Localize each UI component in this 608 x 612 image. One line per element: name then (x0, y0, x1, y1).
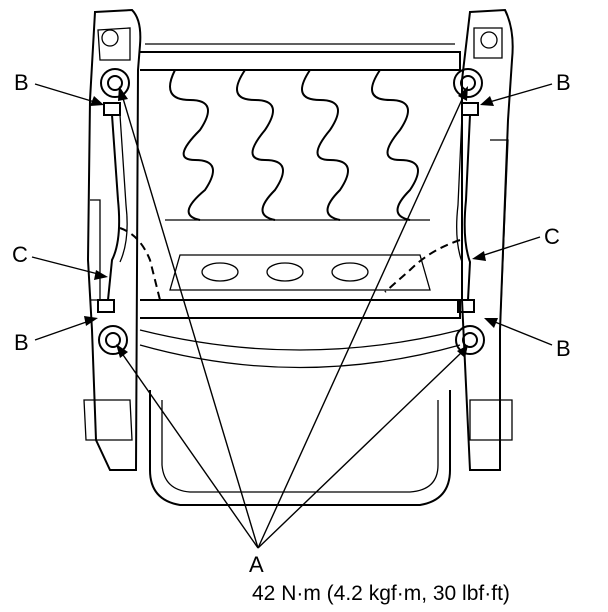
seat-frame (83, 8, 514, 506)
bolt-lower-left (98, 325, 128, 355)
wire-harness-left (107, 114, 161, 301)
torque-spec: 42 N·m (4.2 kgf·m, 30 lbf·ft) (252, 582, 510, 605)
leader-b-lower-left (34, 316, 98, 341)
clip-upper-left (103, 102, 121, 116)
callout-b-upper-right: B (556, 70, 571, 95)
leader-b-lower-right (484, 318, 553, 346)
leader-b-upper-left (34, 83, 104, 106)
clip-lower-left (97, 299, 115, 313)
leader-c-right (472, 236, 541, 261)
callout-b-lower-right: B (556, 336, 571, 361)
callout-b-lower-left: B (14, 330, 29, 355)
clip-upper-right (461, 102, 479, 116)
wire-harness-right (384, 114, 472, 301)
callout-c-right: C (544, 224, 560, 249)
callout-a: A (249, 552, 264, 577)
callout-c-left: C (12, 242, 28, 267)
leader-b-upper-right (480, 83, 553, 106)
bolt-upper-right (453, 68, 483, 98)
clip-lower-right (457, 299, 475, 313)
seat-springs (165, 69, 430, 282)
leader-c-left (31, 256, 108, 280)
leader-a (116, 86, 468, 549)
bolt-upper-left (100, 68, 130, 98)
callout-b-upper-left: B (14, 70, 29, 95)
bolt-lower-right (455, 325, 485, 355)
